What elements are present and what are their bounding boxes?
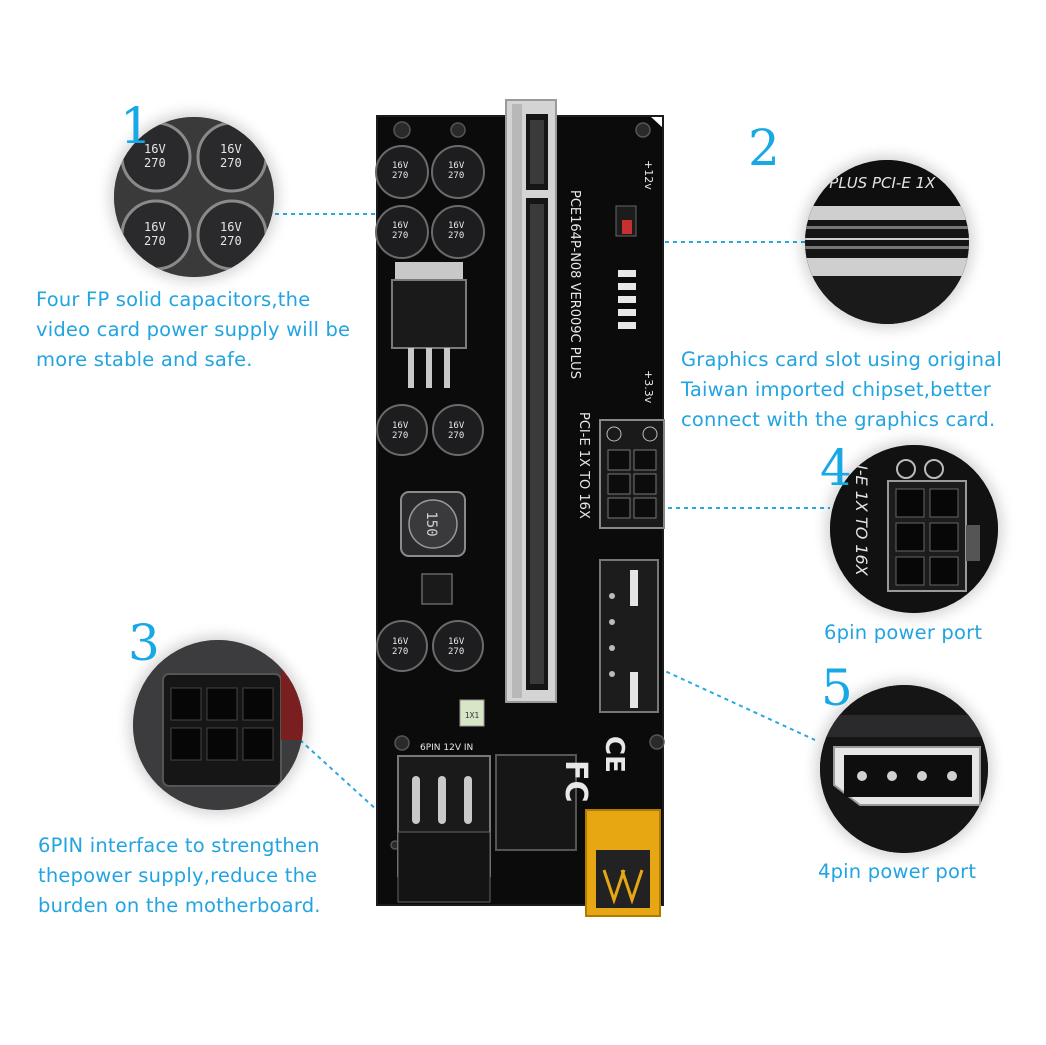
zoom2-label: S PLUS PCI-E 1X <box>815 174 936 192</box>
caption-4: 6pin power port <box>824 618 982 648</box>
callout-number-1: 1 <box>120 97 152 155</box>
four-pin-port-board <box>599 559 659 713</box>
svg-text:270: 270 <box>392 231 408 241</box>
svg-text:270: 270 <box>448 171 464 181</box>
board-bridge-text: PCI-E 1X TO 16X <box>576 412 591 519</box>
caption-3: 6PIN interface to strengthen thepower su… <box>38 831 321 921</box>
zoom-circle-4pin-port <box>820 685 988 853</box>
svg-text:16V: 16V <box>392 161 409 171</box>
board-model-text: PCE164P-N08 VER009C PLUS <box>567 190 582 379</box>
caption-1: Four FP solid capacitors,the video card … <box>36 285 350 375</box>
svg-text:16V: 16V <box>144 220 166 234</box>
volt12-label: +12v <box>642 160 655 190</box>
svg-text:16V: 16V <box>448 421 465 431</box>
svg-text:16V: 16V <box>220 142 242 156</box>
caption-4-line-1: 6pin power port <box>824 621 983 644</box>
caption-3-line-3: burden on the motherboard. <box>38 894 321 917</box>
power-in-label: 6PIN 12V IN <box>420 743 473 753</box>
caption-2-line-3: connect with the graphics card. <box>681 408 996 431</box>
caption-3-line-1: 6PIN interface to strengthen <box>38 834 320 857</box>
volt33-label: +3.3v <box>642 370 655 404</box>
callout-number-2: 2 <box>748 119 780 177</box>
svg-text:16V: 16V <box>392 637 409 647</box>
caption-2: Graphics card slot using original Taiwan… <box>681 345 1002 435</box>
svg-text:CE: CE <box>599 736 629 773</box>
caption-5-line-1: 4pin power port <box>818 860 977 883</box>
connector-line-3 <box>299 739 447 874</box>
zoom-circle-6pin-port: I-E 1X TO 16X <box>830 445 998 613</box>
callout-number-3: 3 <box>128 614 160 672</box>
caption-2-line-2: Taiwan imported chipset,better <box>681 378 992 401</box>
caption-2-line-1: Graphics card slot using original <box>681 348 1002 371</box>
svg-text:270: 270 <box>448 647 464 657</box>
caption-1-line-2: video card power supply will be <box>36 318 351 341</box>
svg-text:16V: 16V <box>220 220 242 234</box>
svg-text:16V: 16V <box>448 221 465 231</box>
svg-text:270: 270 <box>220 234 242 248</box>
caption-5: 4pin power port <box>818 857 976 887</box>
callout-number-5: 5 <box>821 659 853 717</box>
svg-text:270: 270 <box>392 171 408 181</box>
svg-text:270: 270 <box>144 234 166 248</box>
svg-text:270: 270 <box>392 431 408 441</box>
svg-text:270: 270 <box>392 647 408 657</box>
zoom4-label: I-E 1X TO 16X <box>852 465 871 577</box>
caption-1-line-3: more stable and safe. <box>36 348 253 371</box>
svg-text:270: 270 <box>448 431 464 441</box>
svg-text:16V: 16V <box>448 637 465 647</box>
svg-text:FC: FC <box>558 760 593 803</box>
svg-text:16V: 16V <box>144 142 166 156</box>
callout-number-4: 4 <box>820 439 852 497</box>
inductor-label: 150 <box>423 511 439 536</box>
fuse-label: 1X1 <box>465 711 480 720</box>
zoom-circle-slot: S PLUS PCI-E 1X <box>805 160 969 324</box>
zoom-circle-6pin-interface <box>133 640 303 810</box>
svg-text:16V: 16V <box>392 421 409 431</box>
svg-text:16V: 16V <box>392 221 409 231</box>
caption-3-line-2: thepower supply,reduce the <box>38 864 318 887</box>
svg-text:270: 270 <box>144 156 166 170</box>
svg-text:16V: 16V <box>448 161 465 171</box>
svg-text:270: 270 <box>220 156 242 170</box>
svg-text:270: 270 <box>448 231 464 241</box>
caption-1-line-1: Four FP solid capacitors,the <box>36 288 311 311</box>
